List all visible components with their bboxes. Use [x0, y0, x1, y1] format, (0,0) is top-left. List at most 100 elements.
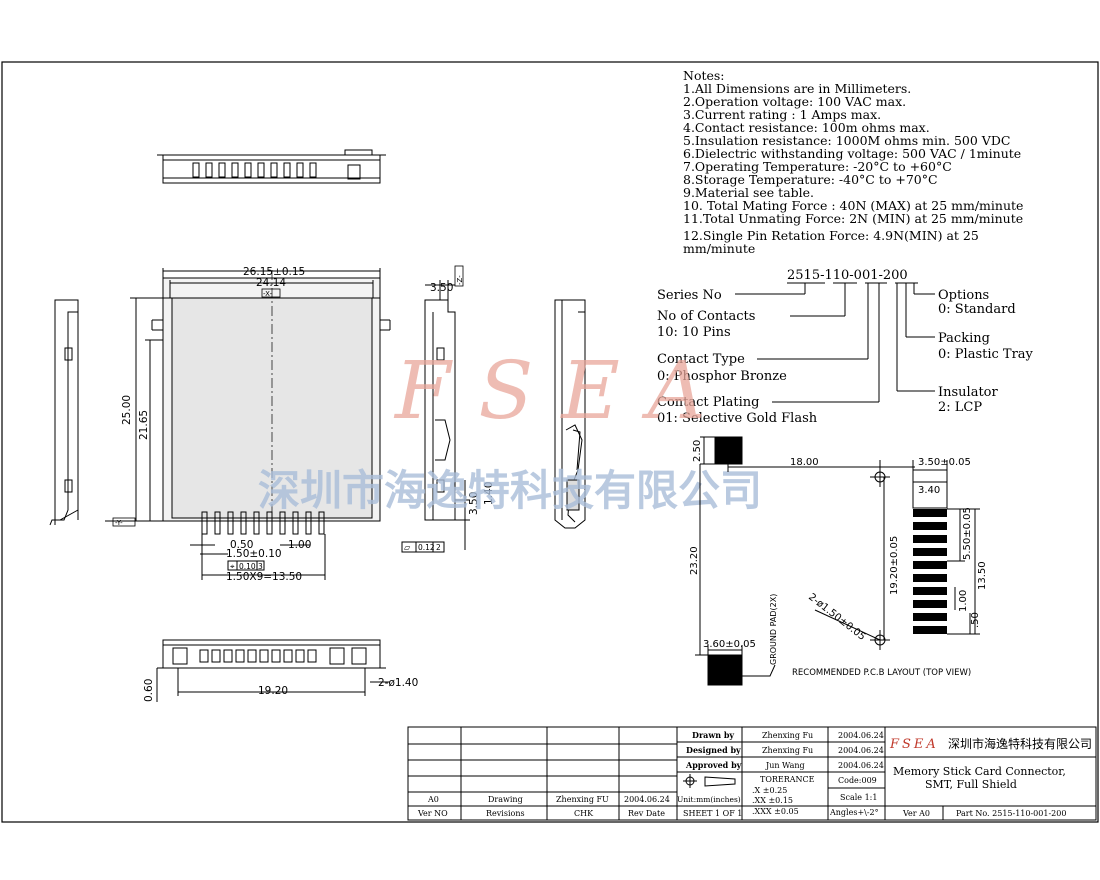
approved-label: Approved by [685, 760, 742, 770]
dim-top-width-outer: 26.15±0.15 [243, 266, 305, 278]
rev-desc: Drawing [488, 795, 523, 804]
dim-side-thickness: 3.50 [430, 282, 453, 294]
contacts-label: No of Contacts [657, 309, 755, 324]
packing-label: Packing [938, 331, 990, 346]
note-line: 5.Insulation resistance: 1000M ohms min.… [683, 133, 1010, 148]
title-block-text: Drawn by Zhenxing Fu 2004.06.24 Designed… [417, 730, 1092, 818]
hdr-chk: CHK [574, 809, 594, 818]
dim-pos-ref: 3 [258, 562, 263, 571]
front-view-dims: 19.20 0.60 2-ø1.40 [143, 677, 418, 702]
rev-ver: A0 [427, 795, 439, 804]
hdr-date: Rev Date [628, 809, 665, 818]
dim-front-holes: 2-ø1.40 [378, 677, 418, 689]
pcb-dim-18: 18.00 [790, 457, 819, 468]
dim-pin-width: 0.50 [230, 539, 253, 551]
left-side-view [49, 299, 79, 526]
dim-pin-span: 1.00 [288, 539, 311, 551]
dim-side-tail: 1.40 [483, 482, 495, 505]
pcb-dim-550: 5.50±0.05 [962, 507, 973, 560]
insulator-label: Insulator [938, 385, 999, 400]
section-view [554, 299, 586, 529]
approved-name: Jun Wang [765, 761, 805, 770]
plan-view-dims: 26.15±0.15 24.14 -X- 25.00 21.65 -Y- 0.5… [112, 266, 311, 583]
note-line: 4.Contact resistance: 100m ohms max. [683, 120, 930, 135]
angles: Angles+\-2° [829, 808, 879, 817]
z-datum: -Z- [456, 275, 464, 285]
note-line: 2.Operation voltage: 100 VAC max. [683, 94, 906, 109]
part-number: 2515-110-001-200 [787, 268, 908, 283]
company-name: 深圳市海逸特科技有限公司 [948, 736, 1092, 751]
pcb-dim-1350: 13.50 [977, 561, 988, 590]
note-line: 10. Total Mating Force : 40N (MAX) at 25… [683, 198, 1023, 213]
note-line: 1.All Dimensions are in Millimeters. [683, 81, 911, 96]
dim-pin-total: 1.50X9=13.50 [226, 571, 302, 583]
note-line: 3.Current rating : 1 Amps max. [683, 107, 881, 122]
insulator-value: 2: LCP [938, 400, 982, 415]
pcb-layout [695, 436, 980, 686]
series-label: Series No [657, 288, 722, 303]
contact-plating-value: 01: Selective Gold Flash [657, 411, 818, 426]
designed-date: 2004.06.24 [838, 746, 884, 755]
pcb-dim-2320: 23.20 [689, 546, 700, 575]
hdr-ver: Ver NO [417, 809, 448, 818]
dim-height-total: 25.00 [121, 395, 133, 425]
note-line: mm/minute [683, 241, 755, 256]
top-view-pins [192, 162, 317, 178]
note-line: 6.Dielectric withstanding voltage: 500 V… [683, 146, 1021, 161]
pcb-dim-1920: 19.20±0.05 [889, 536, 900, 595]
pcb-ground-pad-label: GROUND PAD(2X) [769, 594, 778, 665]
company-logo: FSEA [889, 737, 939, 752]
hdr-rev: Revisions [486, 809, 525, 818]
pos-symbol: ⌖ [230, 562, 235, 571]
notes-heading: Notes: [683, 68, 725, 83]
dim-side-thickness2: 3.50 [468, 492, 480, 515]
title-block [407, 726, 1097, 821]
drawn-name: Zhenxing Fu [762, 731, 813, 740]
watermark-company: 深圳市海逸特科技有限公司 [258, 466, 762, 515]
plan-view [105, 268, 391, 580]
options-label: Options [938, 288, 989, 303]
rev-by: Zhenxing FU [556, 795, 609, 804]
watermark-logo: FSEA [393, 344, 733, 437]
y-datum: -Y- [115, 519, 123, 527]
flat-symbol: ⏥ [404, 543, 411, 552]
top-view [157, 149, 386, 184]
dim-flat-ref: 2 [436, 543, 441, 552]
ver-label: Ver A0 [902, 809, 930, 818]
drawn-date: 2004.06.24 [838, 731, 884, 740]
code: Code:009 [838, 776, 877, 785]
pcb-ground-pad-top [714, 436, 743, 465]
right-side-view [401, 280, 470, 553]
pcb-ground-pad-bottom [707, 654, 743, 686]
options-value: 0: Standard [938, 302, 1016, 317]
note-line: 12.Single Pin Retation Force: 4.9N(MIN) … [683, 228, 979, 243]
contact-plating-label: Contact Plating [657, 395, 760, 410]
pcb-dim-340: 3.40 [918, 485, 940, 496]
rev-date: 2004.06.24 [624, 795, 670, 804]
pcb-signal-pads [913, 509, 947, 634]
drawn-label: Drawn by [692, 730, 734, 740]
scale: Scale 1:1 [840, 793, 877, 802]
pcb-caption: RECOMMENDED P.C.B LAYOUT (TOP VIEW) [792, 668, 971, 678]
dim-front-width: 19.20 [258, 685, 288, 697]
watermark: FSEA 深圳市海逸特科技有限公司 [258, 344, 762, 515]
designed-label: Designed by [686, 745, 741, 755]
drawing-border [1, 61, 1099, 823]
approved-date: 2004.06.24 [838, 761, 884, 770]
tol-xxx: .XXX ±0.05 [752, 807, 799, 816]
dim-front-height: 0.60 [143, 679, 155, 702]
note-line: 9.Material see table. [683, 185, 814, 200]
right-side-dims: 3.50 -Z- 3.50 1.40 ⏥ 0.12 2 [404, 265, 495, 552]
note-line: 8.Storage Temperature: -40°C to +70°C [683, 172, 938, 187]
pcb-dim-360: 3.60±0.05 [703, 639, 756, 650]
plan-view-pins [201, 511, 325, 535]
front-view-pins [199, 649, 317, 663]
packing-value: 0: Plastic Tray [938, 347, 1034, 362]
units: Unit:mm(inches) [677, 795, 741, 804]
pcb-dim-50: .50 [970, 612, 981, 628]
sheet: SHEET 1 OF 1 [683, 809, 742, 818]
title-line2: SMT, Full Shield [925, 778, 1017, 791]
dim-top-width-inner: 24.14 [256, 277, 286, 289]
designed-name: Zhenxing Fu [762, 746, 813, 755]
part-number-breakdown: 2515-110-001-200 Series No No of Contact… [657, 268, 1034, 426]
